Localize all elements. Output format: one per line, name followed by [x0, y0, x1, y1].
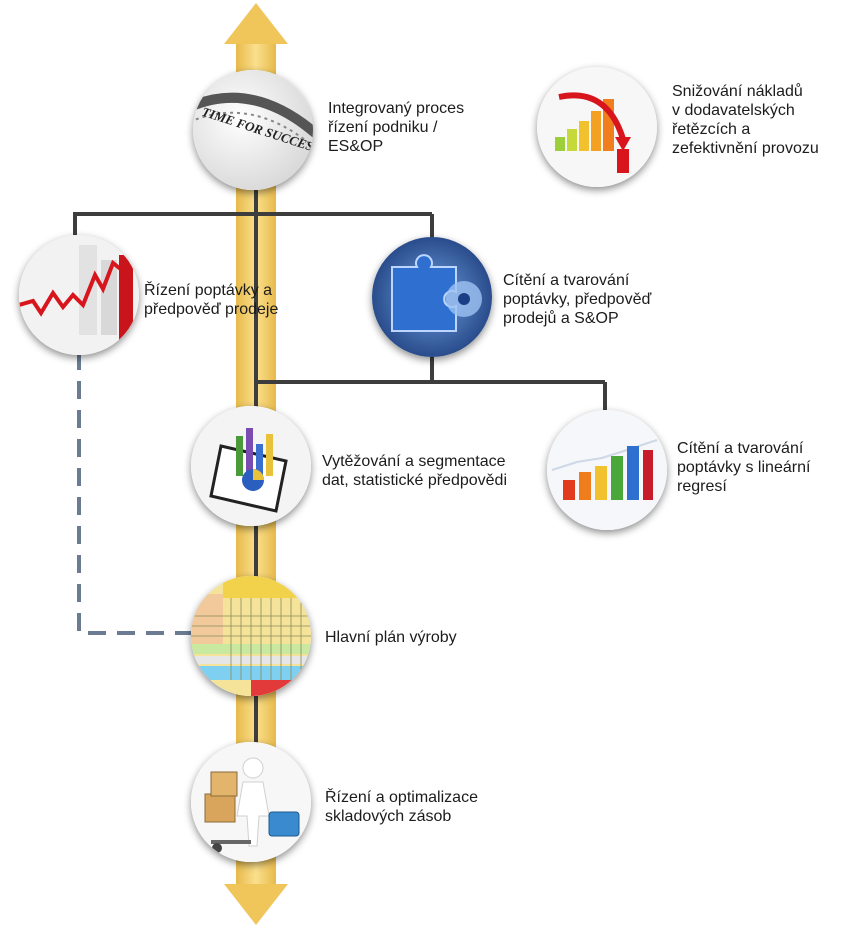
node-linear-regression-image — [547, 410, 667, 530]
label-cost-reduction: Snižování nákladů v dodavatelských řetěz… — [672, 83, 819, 157]
label-demand-sensing: Cítění a tvarování poptávky, předpověď p… — [503, 272, 652, 327]
node-master-plan-image — [191, 576, 311, 696]
node-data-mining-image — [191, 406, 311, 526]
label-es-op: Integrovaný proces řízení podniku / ES&O… — [328, 100, 465, 155]
label-data-mining: Vytěžování a segmentace dat, statistické… — [322, 453, 507, 489]
node-demand-sensing-image — [372, 237, 492, 357]
node-demand-management-image — [19, 235, 139, 355]
label-linear-regression: Cítění a tvarování poptávky s lineární r… — [677, 440, 811, 495]
label-demand-management: Řízení poptávky a předpověď prodeje — [144, 282, 279, 318]
dashed-connector — [77, 352, 192, 635]
node-inventory-image — [191, 742, 311, 862]
node-es-op-image: TIME FOR SUCCESS — [193, 70, 313, 190]
label-master-plan: Hlavní plán výroby — [325, 629, 457, 646]
label-inventory: Řízení a optimalizace skladových zásob — [325, 789, 478, 825]
node-cost-reduction-image — [537, 67, 657, 187]
